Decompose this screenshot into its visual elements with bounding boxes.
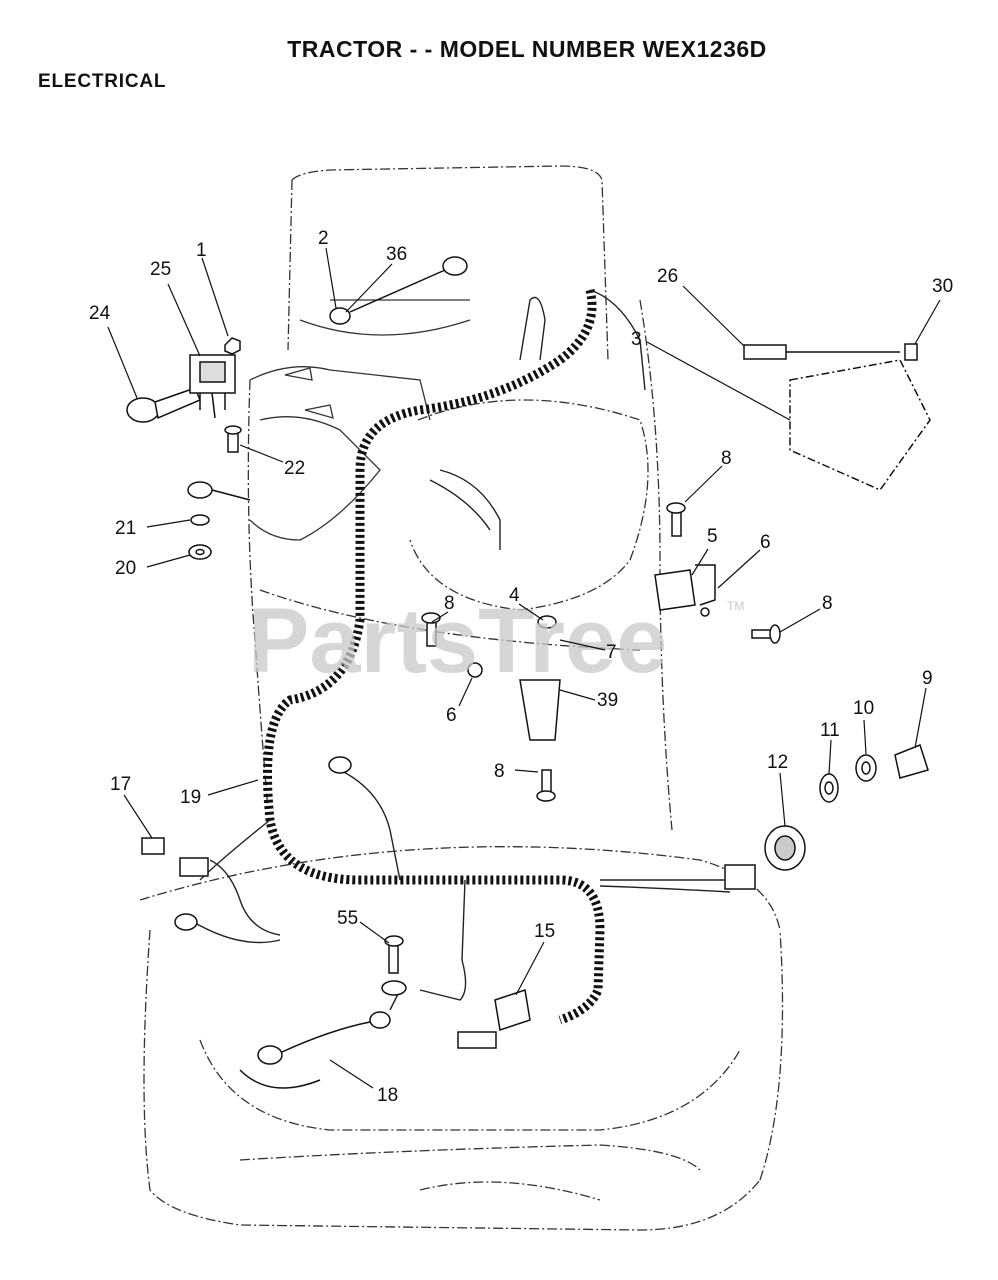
bolt-part xyxy=(666,502,686,537)
nut-part xyxy=(224,337,241,355)
ignition-key-part xyxy=(126,387,201,423)
callout-15: 15 xyxy=(534,921,555,942)
ring-terminal-2 xyxy=(174,756,352,931)
bolt-part xyxy=(751,624,781,644)
callout-2: 2 xyxy=(318,228,329,249)
tractor-outline xyxy=(139,165,784,1231)
fuse-holder-part xyxy=(743,343,918,361)
watermark-text: PartsTree xyxy=(248,590,667,692)
callout-21: 21 xyxy=(115,518,136,539)
callout-6-right: 6 xyxy=(760,532,771,553)
callout-3: 3 xyxy=(631,329,642,350)
callout-9: 9 xyxy=(922,668,933,689)
callout-4: 4 xyxy=(509,585,520,606)
callout-20: 20 xyxy=(115,558,136,579)
callout-8-bottom: 8 xyxy=(494,761,505,782)
washer-part-2 xyxy=(819,773,839,803)
ground-wire-part xyxy=(329,256,468,325)
connector-part xyxy=(724,864,756,890)
section-subtitle: ELECTRICAL xyxy=(38,71,167,92)
callout-1: 1 xyxy=(196,240,207,261)
wire-harness-coil xyxy=(263,288,605,1025)
callout-25: 25 xyxy=(150,259,171,280)
nut-part-3 xyxy=(855,754,877,782)
callout-10: 10 xyxy=(853,698,874,719)
watermark-tm: TM xyxy=(727,599,744,613)
callout-36: 36 xyxy=(386,244,407,265)
harness-wires xyxy=(189,289,731,1011)
callout-24: 24 xyxy=(89,303,111,324)
callout-30: 30 xyxy=(932,276,953,297)
bolt-part-55 xyxy=(381,935,407,996)
callout-8-mid: 8 xyxy=(444,593,455,614)
connector-part-2 xyxy=(141,837,209,877)
callout-39: 39 xyxy=(597,690,618,711)
page-title: TRACTOR - - MODEL NUMBER WEX1236D xyxy=(287,36,767,62)
callout-8-top: 8 xyxy=(721,448,732,469)
callout-6-mid: 6 xyxy=(446,705,457,726)
callout-17: 17 xyxy=(110,774,131,795)
seat-switch-part xyxy=(467,615,561,741)
callout-5: 5 xyxy=(707,526,718,547)
battery-part xyxy=(789,359,931,491)
callout-11: 11 xyxy=(820,720,840,741)
parts xyxy=(126,256,931,1089)
key-part xyxy=(894,744,929,779)
leader-lines xyxy=(107,247,941,1089)
callout-7: 7 xyxy=(606,642,617,663)
solenoid-part xyxy=(457,989,531,1049)
round-switch-part xyxy=(764,825,806,871)
callout-19: 19 xyxy=(180,787,201,808)
ring-terminal xyxy=(187,481,251,501)
bolt-part xyxy=(536,769,556,802)
ground-wire-part-2 xyxy=(239,1011,391,1089)
callout-8-right: 8 xyxy=(822,593,833,614)
callout-22: 22 xyxy=(284,458,305,479)
washer-part xyxy=(190,514,210,526)
callout-55: 55 xyxy=(337,908,358,929)
switch-bracket-part xyxy=(654,564,716,617)
callout-18: 18 xyxy=(377,1085,398,1106)
callout-12: 12 xyxy=(767,752,788,773)
ignition-switch-part xyxy=(189,354,236,419)
callout-numbers: 1 2 36 25 24 26 30 3 22 8 21 20 5 6 8 4 … xyxy=(89,228,953,1106)
dash-panel xyxy=(249,299,471,541)
screw-part xyxy=(224,425,242,453)
callout-26: 26 xyxy=(657,266,678,287)
nut-part-2 xyxy=(188,544,212,560)
